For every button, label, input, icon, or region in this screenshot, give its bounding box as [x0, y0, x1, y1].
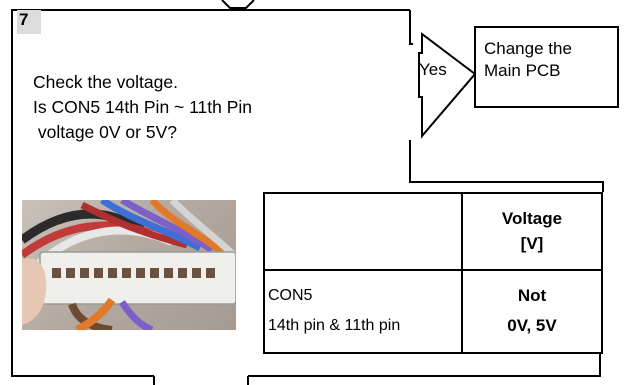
voltage-table: Voltage [V] CON5 14th pin & 11th pin Not… [263, 192, 603, 354]
connector-name: CON5 [268, 281, 461, 311]
question-text: Check the voltage. Is CON5 14th Pin ~ 11… [33, 70, 252, 145]
table-row: CON5 14th pin & 11th pin Not 0V, 5V [264, 270, 602, 353]
voltage-value-line-2: 0V, 5V [463, 311, 601, 341]
question-line-1: Check the voltage. [33, 72, 178, 92]
voltage-value-cell: Not 0V, 5V [462, 270, 602, 353]
question-line-3: voltage 0V or 5V? [33, 122, 177, 142]
voltage-header-cell: Voltage [V] [462, 193, 602, 270]
action-line-1: Change the [484, 39, 572, 58]
voltage-header-line-2: [V] [463, 231, 601, 256]
action-text: Change the Main PCB [484, 38, 572, 82]
step-number: 7 [19, 8, 28, 32]
voltage-value-line-1: Not [463, 281, 601, 311]
pin-range: 14th pin & 11th pin [268, 311, 461, 341]
yes-arrow [419, 34, 475, 136]
connector-wiring-photo [22, 200, 236, 330]
table-header-row: Voltage [V] [264, 193, 602, 270]
incoming-arrow-tip [222, 0, 254, 8]
action-line-2: Main PCB [484, 61, 561, 80]
connector-label-cell: CON5 14th pin & 11th pin [264, 270, 462, 353]
header-empty-cell [264, 193, 462, 270]
voltage-header-line-1: Voltage [463, 206, 601, 231]
question-line-2: Is CON5 14th Pin ~ 11th Pin [33, 97, 252, 117]
yes-label: Yes [419, 60, 447, 80]
